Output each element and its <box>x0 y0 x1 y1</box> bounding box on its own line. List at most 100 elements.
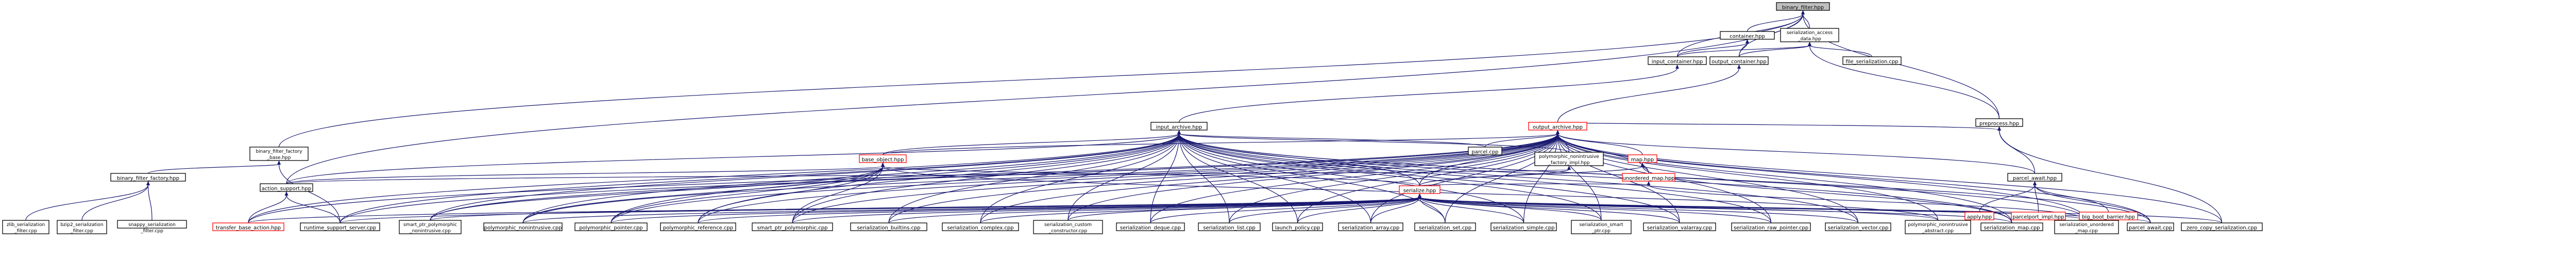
node-parcelport-impl[interactable]: parcelport_impl.hpp <box>2011 212 2066 220</box>
node-label: binary_filter.hpp <box>1782 5 1824 11</box>
node-binary-filter[interactable]: binary_filter.hpp <box>1776 2 1830 11</box>
node-preprocess[interactable]: preprocess.hpp <box>1975 118 2023 127</box>
node-parcel-cpp[interactable]: parcel.cpp <box>1468 147 1502 155</box>
edge-serialization-set-to-input-archive <box>1177 130 1446 223</box>
node-serialization-access-data[interactable]: serialization_access_data.hpp <box>1780 28 1839 42</box>
node-snappy-serialization-filter[interactable]: snappy_serialization_filter.cpp <box>117 220 187 234</box>
node-label: serialization_list.cpp <box>1203 226 1256 231</box>
node-label: polymorphic_nonintrusive <box>1539 154 1599 159</box>
graph-nodes: binary_filter.hpp container.hpp serializat… <box>2 2 2263 234</box>
node-serialization-builtins[interactable]: serialization_builtins.cpp <box>850 222 927 231</box>
node-serialization-raw-pointer[interactable]: serialization_raw_pointer.cpp <box>1731 222 1811 231</box>
edge-runtime-support-server-to-action-support <box>284 191 341 223</box>
node-label: serialization_custom <box>1044 222 1092 228</box>
node-label: serialization_map.cpp <box>1984 226 2040 231</box>
node-label: serialize.hpp <box>1403 188 1436 194</box>
node-serialization-smart-ptr[interactable]: serialization_smart_ptr.cpp <box>1571 220 1632 234</box>
node-label: polymorphic_reference.cpp <box>663 226 733 231</box>
node-box <box>260 183 313 192</box>
node-input-archive[interactable]: input_archive.hpp <box>1150 122 1208 131</box>
node-label: transfer_base_action.hpp <box>216 226 281 231</box>
node-smart-ptr-polymorphic[interactable]: smart_ptr_polymorphic.cpp <box>752 222 833 231</box>
node-serialize-hpp[interactable]: serialize.hpp <box>1399 185 1440 194</box>
node-apply-hpp[interactable]: apply.hpp <box>1964 212 1994 220</box>
node-label: parcel_await.hpp <box>2013 176 2057 182</box>
node-serialization-unordered-map[interactable]: serialization_unordered_map.cpp <box>2054 220 2119 234</box>
edge-output-container-to-container <box>1738 39 1749 57</box>
node-box <box>1033 220 1103 234</box>
node-zlib-serialization-filter[interactable]: zlib_serialization_filter.cpp <box>2 220 49 234</box>
node-box <box>1528 122 1587 131</box>
node-serialization-simple[interactable]: serialization_simple.cpp <box>1490 222 1557 231</box>
node-box <box>752 222 833 231</box>
node-binary-filter-factory[interactable]: binary_filter_factory.hpp <box>110 173 186 182</box>
node-bzip2-serialization-filter[interactable]: bzip2_serialization_filter.cpp <box>57 220 107 234</box>
node-label: _nonintrusive.cpp <box>409 229 451 234</box>
node-box <box>850 222 927 231</box>
node-label: serialization_access <box>1787 30 1833 36</box>
node-label: _filter.cpp <box>70 229 93 234</box>
edge-zlib-serialization-filter-to-binary-filter-factory <box>25 181 150 221</box>
node-label: bzip2_serialization <box>60 222 103 228</box>
node-label: zero_copy_serialization.cpp <box>2187 226 2257 231</box>
node-serialization-valarray[interactable]: serialization_valarray.cpp <box>1643 222 1716 231</box>
node-box <box>1198 222 1261 231</box>
node-base-object[interactable]: base_object.hpp <box>859 154 907 163</box>
node-box <box>1709 56 1769 65</box>
edge-snappy-serialization-filter-to-binary-filter-factory <box>146 181 152 221</box>
node-parcel-await-hpp[interactable]: parcel_await.hpp <box>2007 173 2062 182</box>
node-label: polymorphic_pointer.cpp <box>579 226 642 231</box>
node-zero-copy-serialization[interactable]: zero_copy_serialization.cpp <box>2181 222 2263 231</box>
node-container[interactable]: container.hpp <box>1720 31 1775 40</box>
node-polymorphic-reference[interactable]: polymorphic_reference.cpp <box>660 222 736 231</box>
node-label: binary_filter_factory.hpp <box>117 176 179 182</box>
node-label: parcel_await.cpp <box>2129 226 2172 231</box>
node-polymorphic-nonintrusive[interactable]: polymorphic_nonintrusive.cpp <box>483 222 563 231</box>
node-polymorphic-nonintrusive-factory-impl[interactable]: polymorphic_nonintrusive_factory_impl.hp… <box>1534 152 1604 166</box>
node-label: serialization_complex.cpp <box>947 226 1013 231</box>
node-label: serialization_vector.cpp <box>1828 226 1889 231</box>
edge-serialization-simple-to-serialize-hpp <box>1418 194 1524 223</box>
node-box <box>2181 222 2263 231</box>
node-map-hpp[interactable]: map.hpp <box>1628 154 1657 163</box>
node-serialization-array[interactable]: serialization_array.cpp <box>1338 222 1403 231</box>
node-box <box>2011 212 2066 220</box>
node-serialization-complex[interactable]: serialization_complex.cpp <box>942 222 1019 231</box>
node-input-container[interactable]: input_container.hpp <box>1648 56 1707 65</box>
node-runtime-support-server[interactable]: runtime_support_server.cpp <box>300 222 380 231</box>
node-box <box>1825 222 1891 231</box>
node-box <box>300 222 380 231</box>
node-box <box>1776 2 1830 11</box>
node-output-archive[interactable]: output_archive.hpp <box>1528 122 1587 131</box>
node-label: map.hpp <box>1631 157 1654 163</box>
node-binary-filter-factory-base[interactable]: binary_filter_factory_base.hpp <box>249 147 309 161</box>
node-serialization-list[interactable]: serialization_list.cpp <box>1198 222 1261 231</box>
node-label: serialization_builtins.cpp <box>857 226 920 231</box>
edge-input-archive-to-input-container <box>1178 65 1679 123</box>
node-file-serialization[interactable]: file_serialization.cpp <box>1842 56 1902 65</box>
node-transfer-base-action[interactable]: transfer_base_action.hpp <box>212 222 284 231</box>
node-serialization-custom-constructor[interactable]: serialization_custom_constructor.cpp <box>1033 220 1103 234</box>
node-launch-policy[interactable]: launch_policy.cpp <box>1272 222 1323 231</box>
node-polymorphic-nonintrusive-abstract[interactable]: polymorphic_nonintrusive_abstract.cpp <box>1905 220 1971 234</box>
dependency-edges <box>25 10 2223 223</box>
node-box <box>1842 56 1902 65</box>
node-label: _map.cpp <box>2075 229 2098 234</box>
node-label: smart_ptr_polymorphic <box>403 222 457 228</box>
node-parcel-await-cpp[interactable]: parcel_await.cpp <box>2127 222 2174 231</box>
node-serialization-map[interactable]: serialization_map.cpp <box>1980 222 2043 231</box>
node-serialization-set[interactable]: serialization_set.cpp <box>1414 222 1476 231</box>
node-label: serialization_simple.cpp <box>1493 226 1555 231</box>
node-output-container[interactable]: output_container.hpp <box>1709 56 1769 65</box>
node-serialization-vector[interactable]: serialization_vector.cpp <box>1825 222 1891 231</box>
node-polymorphic-pointer[interactable]: polymorphic_pointer.cpp <box>574 222 648 231</box>
node-serialization-deque[interactable]: serialization_deque.cpp <box>1116 222 1185 231</box>
edge-output-archive-to-output-container <box>1557 65 1741 123</box>
node-smart-ptr-polymorphic-nonintrusive[interactable]: smart_ptr_polymorphic_nonintrusive.cpp <box>399 220 462 234</box>
node-action-support[interactable]: action_support.hpp <box>260 183 313 192</box>
node-big-boot-barrier[interactable]: big_boot_barrier.hpp <box>2079 212 2138 220</box>
edge-smart-ptr-polymorphic-nonintrusive-to-input-archive <box>430 130 1181 221</box>
edge-serialization-list-to-serialize-hpp <box>1229 194 1421 223</box>
node-unordered-map-hpp[interactable]: unordered_map.hpp <box>1622 173 1675 182</box>
